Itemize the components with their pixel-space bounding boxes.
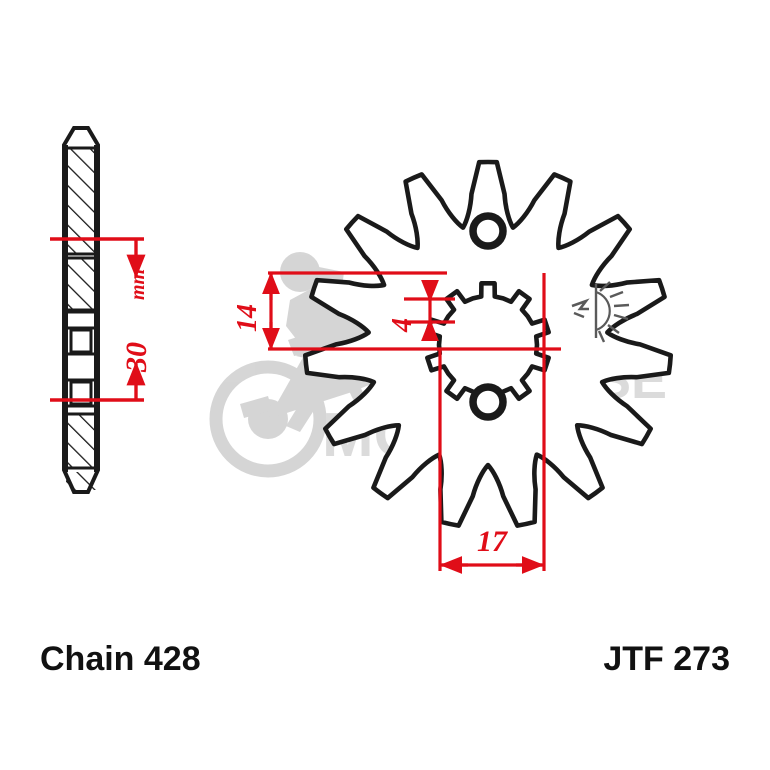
dimension-4: 4	[387, 279, 455, 342]
dimension-17: 17	[438, 273, 546, 574]
part-number-caption: JTF 273	[603, 640, 730, 678]
dim-17-value: 17	[477, 525, 508, 558]
dim-30-unit: mm	[127, 269, 149, 300]
dimension-30mm: 30 mm	[50, 237, 153, 402]
section-hatch-bottom-tip	[66, 472, 96, 490]
hub-step-3	[64, 352, 98, 382]
dimension-14: 14	[232, 271, 561, 351]
chain-caption: Chain 428	[40, 640, 201, 678]
dim-4-value: 4	[387, 318, 418, 333]
machining-finish-symbol-icon	[571, 281, 630, 343]
section-hatch-top-inner	[64, 256, 98, 312]
dim-14-value: 14	[232, 304, 263, 332]
sprocket-front-view: 14 4 17	[232, 159, 674, 574]
hub-step-2	[69, 328, 93, 354]
bolt-hole-bottom	[469, 383, 507, 421]
sprocket-section-side-view: 30 mm	[50, 126, 153, 494]
hub-step-1	[64, 310, 98, 330]
section-hatch-bottom-inner	[64, 410, 98, 470]
hub-step-5	[64, 404, 98, 416]
dim-30-value: 30	[120, 342, 153, 373]
bolt-hole-top	[469, 212, 507, 250]
